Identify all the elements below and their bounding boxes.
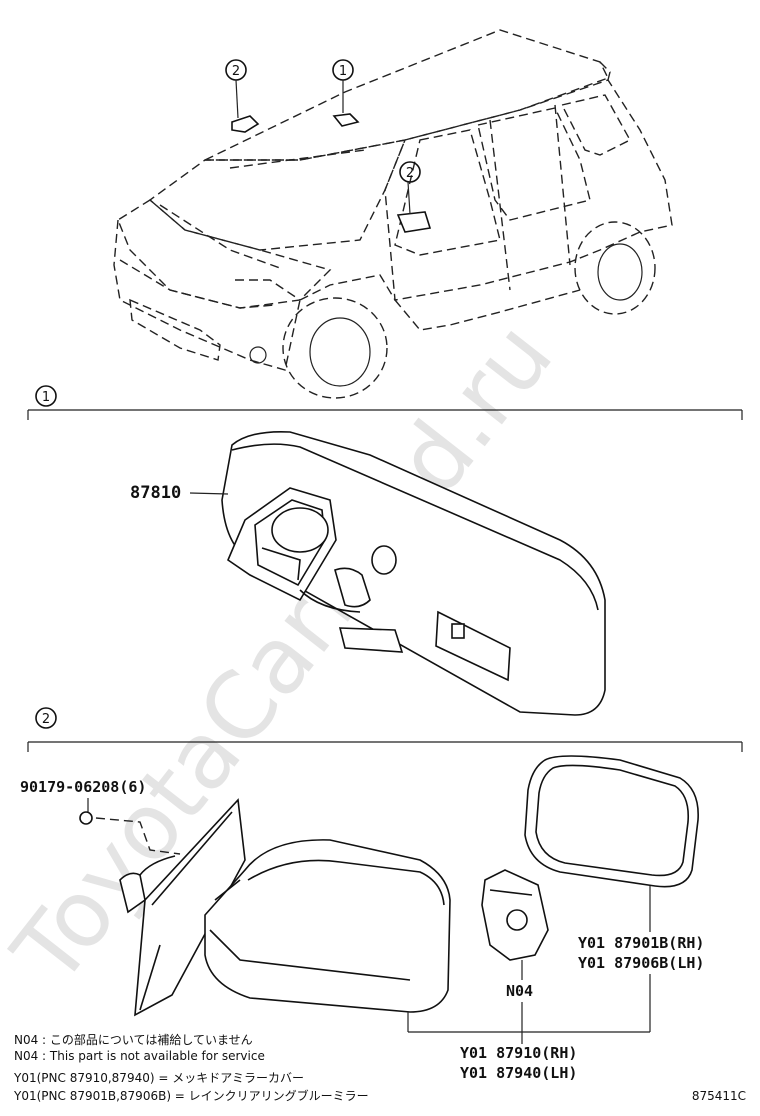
part-number-glass-lh: Y01 87906B(LH)	[578, 954, 704, 972]
section-2-header: 2	[27, 707, 743, 752]
callout-2-left: 2	[225, 59, 247, 119]
footnotes: N04 : この部品については補給していません N04 : This part …	[13, 1032, 369, 1103]
part-label-87810: 87810	[130, 483, 229, 503]
part-number-cover-lh: Y01 87940(LH)	[460, 1064, 577, 1082]
mirror-glass-labels: Y01 87901B(RH) Y01 87906B(LH)	[578, 886, 704, 1032]
note-line: N04 : この部品については補給していません	[14, 1032, 253, 1047]
note-line: N04 : This part is not available for ser…	[14, 1049, 265, 1063]
callout-2-right: 2	[399, 161, 421, 215]
note-line: Y01(PNC 87901B,87906B) = レインクリアリングブルーミラー	[13, 1088, 369, 1103]
inner-rear-view-mirror	[221, 430, 606, 716]
svg-text:2: 2	[232, 64, 240, 79]
vehicle-illustration	[113, 29, 673, 399]
mirror-motor-n04: N04	[481, 869, 549, 1000]
part-number-inner-mirror: 87810	[130, 483, 181, 503]
part-number-cover-rh: Y01 87910(RH)	[460, 1044, 577, 1062]
part-number-n04: N04	[506, 982, 533, 1000]
note-line: Y01(PNC 87910,87940) = メッキドアミラーカバー	[13, 1071, 304, 1085]
outer-door-mirror	[119, 798, 451, 1017]
section-1-header: 1	[27, 385, 743, 420]
svg-text:1: 1	[42, 390, 50, 405]
svg-text:2: 2	[42, 712, 50, 727]
illustration-id: 875411C	[692, 1089, 746, 1103]
part-number-glass-rh: Y01 87901B(RH)	[578, 934, 704, 952]
svg-text:1: 1	[339, 64, 347, 79]
screw-label: 90179-06208(6)	[20, 778, 181, 855]
svg-text:2: 2	[406, 166, 414, 181]
callout-1-car: 1	[332, 59, 354, 113]
cover-bracket: Y01 87910(RH) Y01 87940(LH)	[407, 1002, 650, 1082]
mirror-glass	[524, 755, 699, 888]
part-number-screw: 90179-06208(6)	[20, 778, 146, 796]
